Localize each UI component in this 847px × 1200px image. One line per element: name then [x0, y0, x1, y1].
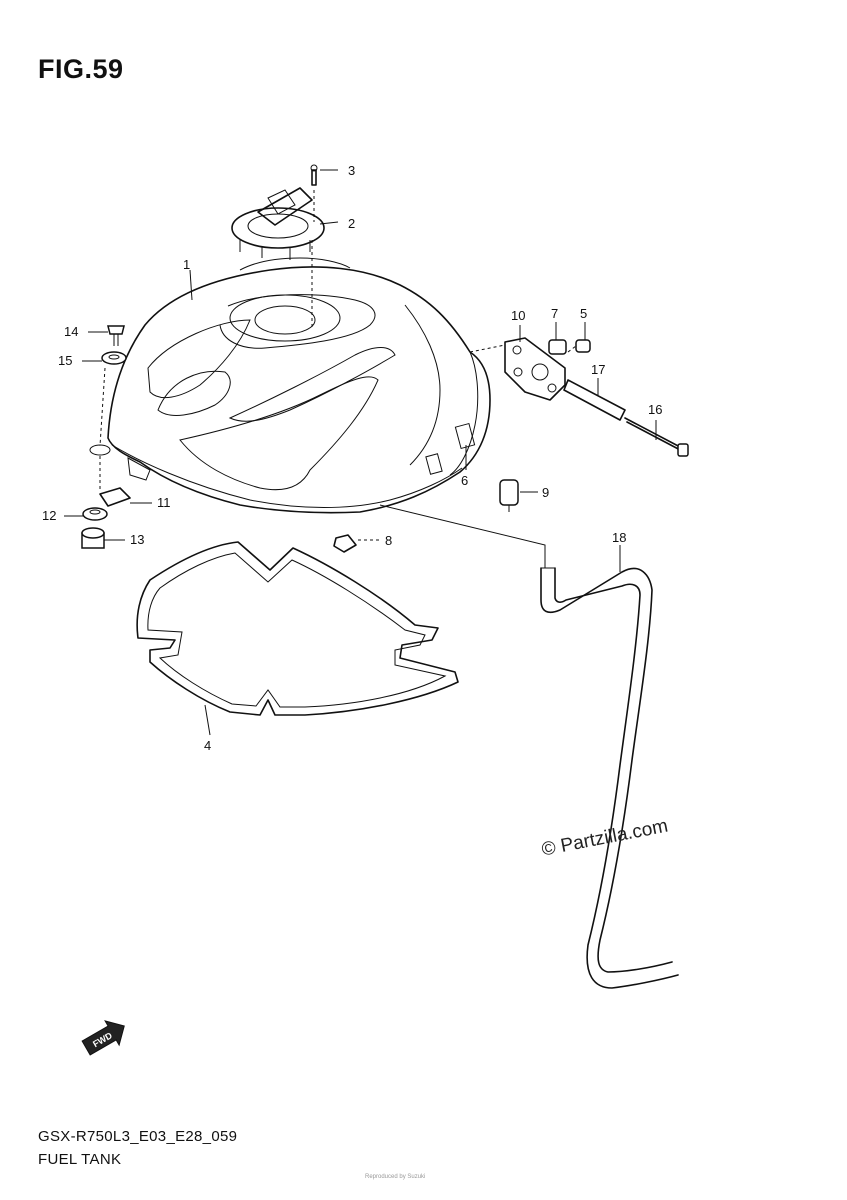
collar: [548, 339, 567, 355]
callout-5: 5: [580, 306, 587, 321]
callout-18: 18: [612, 530, 626, 545]
footnote: Reproduced by Suzuki: [365, 1174, 426, 1180]
callout-10: 10: [511, 308, 525, 323]
callout-8: 8: [385, 533, 392, 548]
washer-12: [82, 507, 108, 521]
callout-12: 12: [42, 508, 56, 523]
callout-4: 4: [204, 738, 211, 753]
callout-11: 11: [157, 495, 171, 510]
callout-3: 3: [348, 163, 355, 178]
clip: [333, 534, 357, 553]
tank-seal: [136, 541, 459, 716]
callout-15: 15: [58, 353, 72, 368]
callout-13: 13: [130, 532, 144, 547]
washer-15: [101, 351, 127, 365]
callout-1: 1: [183, 257, 190, 272]
bushing-13: [81, 527, 105, 549]
fuel-tank: [107, 257, 491, 514]
pivot-pipe: [563, 379, 626, 421]
tank-cushion: [499, 479, 519, 512]
callout-14: 14: [64, 324, 78, 339]
callout-labels: 1 2 3 4 5 6 7 8 9 10 11 12 13 14 15 16 1…: [42, 163, 662, 753]
callout-16: 16: [648, 402, 662, 417]
tank-bracket: [504, 337, 566, 401]
cap-screw: [310, 164, 318, 186]
callout-6: 6: [461, 473, 468, 488]
breather-hose: [540, 567, 679, 989]
figure-name: FUEL TANK: [38, 1151, 122, 1168]
callout-9: 9: [542, 485, 549, 500]
leader-lines: [64, 169, 657, 736]
figure-code: GSX-R750L3_E03_E28_059: [38, 1128, 238, 1145]
forward-arrow-icon: FWD: [81, 1020, 125, 1056]
cushion-rubber: [99, 487, 131, 507]
callout-7: 7: [551, 306, 558, 321]
bolt-14: [107, 325, 125, 346]
callout-17: 17: [591, 362, 605, 377]
bolt-5: [575, 339, 591, 353]
callout-2: 2: [348, 216, 355, 231]
fuel-cap: [231, 187, 325, 260]
figure-title: FIG.59: [38, 54, 124, 84]
